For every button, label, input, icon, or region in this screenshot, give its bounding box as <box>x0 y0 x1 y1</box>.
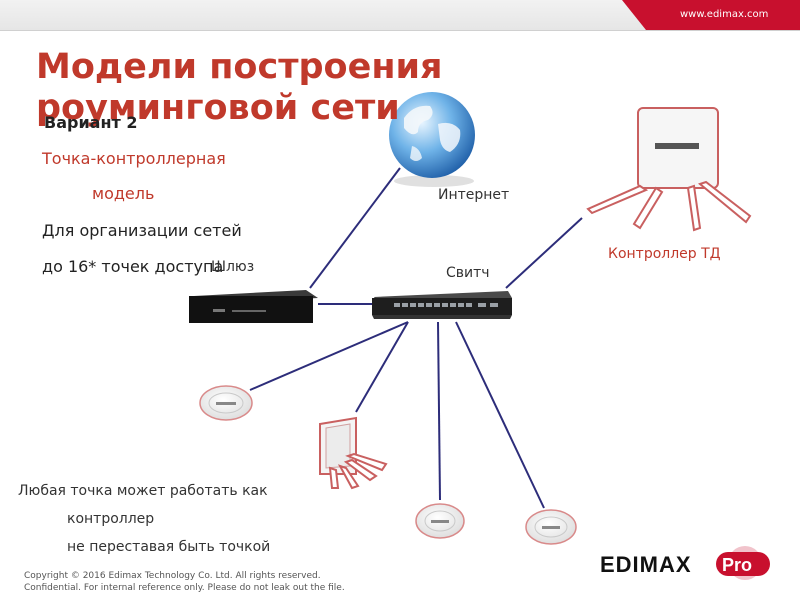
title-line-1: Модели построения <box>36 47 443 87</box>
wall-ap-icon <box>319 416 388 490</box>
header-brand-stripe <box>622 0 800 30</box>
title-line-2: роуминговой сети <box>36 88 400 128</box>
link-switch-controller <box>505 217 583 289</box>
link-switch-ap1 <box>249 321 409 391</box>
copyright-text: Copyright © 2016 Edimax Technology Co. L… <box>24 571 321 581</box>
link-switch-ap2 <box>355 321 409 413</box>
logo-badge-text: Pro <box>722 555 752 575</box>
gateway-icon <box>189 290 318 323</box>
gateway-label: Шлюз <box>211 259 255 275</box>
switch-label: Свитч <box>446 265 490 281</box>
ceiling-ap-icon-2 <box>415 503 465 539</box>
switch-icon <box>372 291 512 319</box>
variant-label: Вариант 2 <box>44 113 138 132</box>
note-line-2: контроллер <box>67 511 155 527</box>
note-line-1: Любая точка может работать как <box>18 483 268 499</box>
controller-label: Контроллер ТД <box>608 246 721 262</box>
globe-icon <box>389 92 475 187</box>
model-line-2: модель <box>92 184 155 203</box>
purpose-line-2: до 16* точек доступа <box>42 257 224 276</box>
header-divider <box>0 30 800 31</box>
link-switch-ap4 <box>455 321 545 509</box>
edimax-pro-logo: EDIMAX Pro <box>600 546 772 580</box>
ceiling-ap-icon-3 <box>525 509 577 545</box>
internet-label: Интернет <box>438 187 510 203</box>
link-switch-ap3 <box>437 321 441 501</box>
model-line-1: Точка-контроллерная <box>42 149 226 168</box>
header-url: www.edimax.com <box>680 9 769 20</box>
confidential-text: Confidential. For internal reference onl… <box>24 583 345 593</box>
logo-brand-text: EDIMAX <box>600 552 692 577</box>
controller-ap-icon <box>586 107 752 232</box>
note-line-3: не переставая быть точкой <box>67 539 271 555</box>
ceiling-ap-icon-1 <box>199 385 253 421</box>
link-internet-gateway <box>309 167 401 289</box>
purpose-line-1: Для организации сетей <box>42 221 242 240</box>
